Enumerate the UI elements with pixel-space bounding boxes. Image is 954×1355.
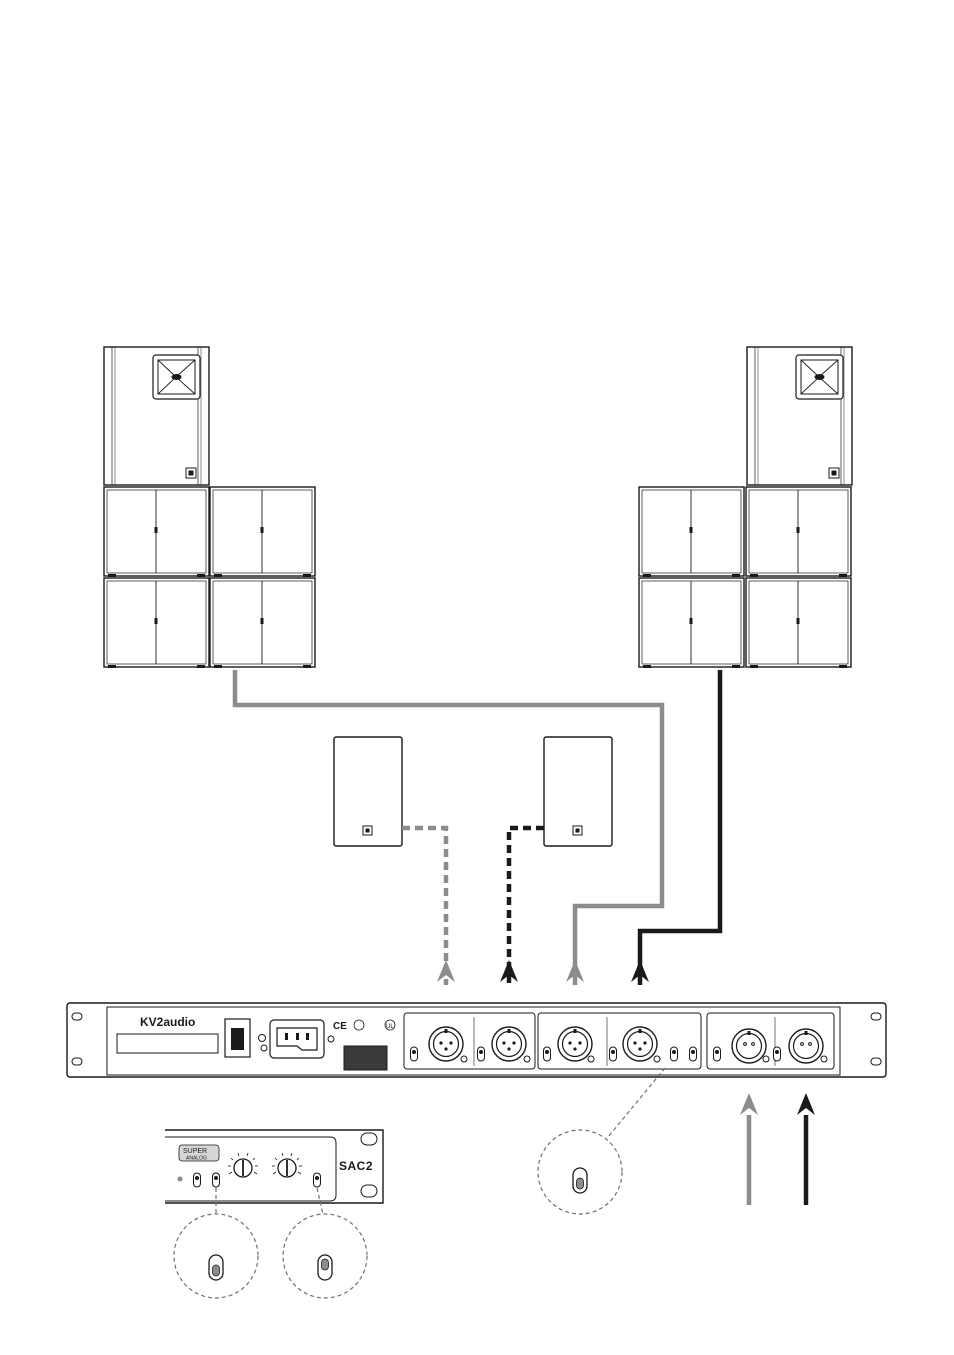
cable-right-subs: [640, 670, 720, 985]
xlr-input-1[interactable]: [732, 1029, 766, 1063]
xlr-output-1[interactable]: [429, 1027, 463, 1061]
badge-top-text: SUPER: [183, 1148, 207, 1155]
toggle-switch-icon[interactable]: [774, 1047, 781, 1061]
toggle-switch-icon: [318, 1255, 332, 1280]
xlr-input-2[interactable]: [789, 1029, 823, 1063]
right-speaker-stack: [639, 347, 852, 668]
right-top-speaker: [747, 347, 852, 485]
power-inlet[interactable]: [261, 1020, 334, 1058]
right-subwoofer-1: [639, 487, 744, 577]
left-subwoofer-3: [104, 578, 209, 668]
ce-mark: CE: [333, 1021, 347, 1032]
toggle-switch-icon[interactable]: [610, 1047, 617, 1061]
toggle-switch-icon: [573, 1168, 587, 1193]
toggle-switch-icon[interactable]: [314, 1173, 321, 1187]
badge-bottom-text: ANALOG: [186, 1156, 207, 1162]
cable-right-monitor: [509, 828, 544, 985]
left-subwoofer-1: [104, 487, 209, 577]
right-subwoofer-4: [746, 578, 851, 668]
arrow-up-icon: [797, 1093, 815, 1115]
right-subwoofer-2: [746, 487, 851, 577]
right-subwoofer-3: [639, 578, 744, 668]
xlr-output-4[interactable]: [623, 1027, 657, 1061]
detail-panel: SUPER ANALOG SAC2: [165, 1130, 383, 1203]
toggle-switch-icon: [209, 1255, 223, 1280]
rack-unit: KV2audio CE UL: [67, 1003, 886, 1077]
right-monitor-speaker: [544, 737, 612, 846]
toggle-switch-icon[interactable]: [478, 1047, 485, 1061]
xlr-output-2[interactable]: [492, 1027, 526, 1061]
left-speaker-stack: [104, 347, 315, 668]
xlr-output-3[interactable]: [558, 1027, 592, 1061]
toggle-switch-icon[interactable]: [194, 1173, 201, 1187]
left-subwoofer-4: [210, 578, 315, 668]
toggle-switch-icon[interactable]: [544, 1047, 551, 1061]
warning-label: [344, 1046, 387, 1070]
toggle-switch-icon[interactable]: [690, 1047, 697, 1061]
brand-logo-text: KV2audio: [140, 1015, 195, 1029]
model-label: SAC2: [339, 1159, 373, 1173]
toggle-switch-icon[interactable]: [714, 1047, 721, 1061]
toggle-switch-icon[interactable]: [411, 1047, 418, 1061]
cable-left-monitor: [402, 828, 446, 985]
left-top-speaker: [104, 347, 209, 485]
toggle-switch-icon[interactable]: [671, 1047, 678, 1061]
left-subwoofer-2: [210, 487, 315, 577]
arrow-up-icon: [740, 1093, 758, 1115]
toggle-switch-icon[interactable]: [213, 1173, 220, 1187]
arrow-up-icon: [437, 960, 455, 982]
left-monitor-speaker: [334, 737, 402, 846]
